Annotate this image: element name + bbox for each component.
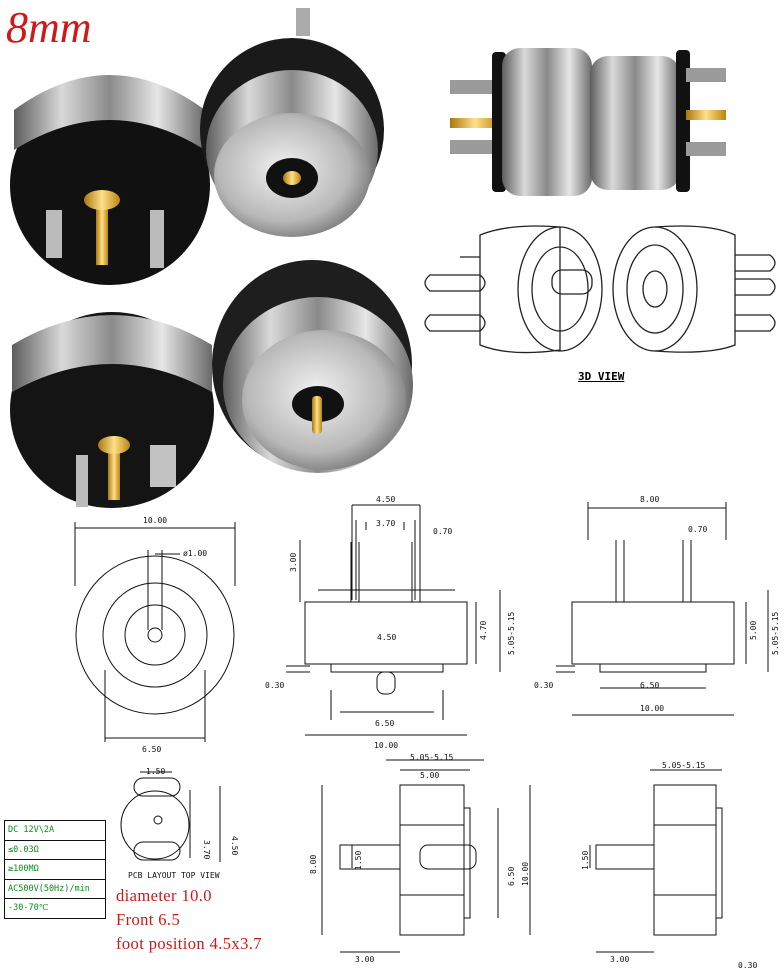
- dim-right-505: 5.05-5.15: [771, 611, 780, 655]
- dim-side-300: 3.00: [289, 553, 298, 572]
- pcb-layout-view: [120, 771, 221, 862]
- spec-voltage: AC500V(50Hz)/min: [4, 879, 106, 900]
- dim-right-500: 5.00: [749, 621, 758, 640]
- dim-front-65: 6.50: [142, 745, 161, 754]
- pcb-layout-label: PCB LAYOUT TOP VIEW: [128, 871, 220, 880]
- dim-right-030: 0.30: [534, 681, 553, 690]
- dim-pcb-450: 4.50: [230, 836, 239, 855]
- side-view-pins: [286, 504, 501, 736]
- dim-side-65: 6.50: [375, 719, 394, 728]
- spec-insulation: ≥100MΩ: [4, 860, 106, 880]
- front-circle-view: [74, 522, 236, 742]
- product-photos: [10, 8, 413, 508]
- dim-side-10: 10.00: [374, 741, 398, 750]
- spec-table: DC 12V\2A ≤0.03Ω ≥100MΩ AC500V(50Hz)/min…: [4, 820, 106, 919]
- paired-connector-photo: [450, 48, 726, 196]
- dim-bl-300: 3.00: [355, 955, 374, 964]
- dim-bl-800: 8.00: [309, 855, 318, 874]
- dim-side-505: 5.05-5.15: [507, 611, 516, 655]
- note-diameter: diameter 10.0: [116, 886, 212, 905]
- bottom-side-view-right: [589, 769, 723, 953]
- dim-bl-505: 5.05-5.15: [410, 753, 454, 762]
- spec-temperature: -30-70℃: [4, 899, 106, 919]
- dim-side-030: 0.30: [265, 681, 284, 690]
- dim-br-300: 3.00: [610, 955, 629, 964]
- dim-br-505: 5.05-5.15: [662, 761, 706, 770]
- dim-pcb-150: 1.50: [146, 767, 165, 776]
- dim-side-070: 0.70: [433, 527, 452, 536]
- spec-current: DC 12V\2A: [4, 820, 106, 841]
- 3d-view-label: 3D VIEW: [578, 370, 625, 383]
- photo-connector-back-2: [10, 312, 214, 508]
- dim-side-470: 4.70: [479, 621, 488, 640]
- photo-connector-front-1: [200, 8, 384, 237]
- photo-connector-back-1: [10, 75, 210, 285]
- dim-front-1: ø1.00: [183, 549, 207, 558]
- dim-bl-1000: 10.00: [521, 862, 530, 886]
- technical-drawings: 10.00 ø1.00 6.50 4.50 3.70 0.70 4.50 6.5…: [74, 495, 780, 970]
- bottom-side-view-left: [321, 759, 531, 953]
- dim-right-65: 6.50: [640, 681, 659, 690]
- dim-bl-150: 1.50: [354, 851, 363, 870]
- dim-front-10: 10.00: [143, 516, 167, 525]
- photo-connector-front-2: [212, 260, 413, 473]
- dim-bl-650: 6.50: [507, 867, 516, 886]
- dim-right-800: 8.00: [640, 495, 659, 504]
- dim-right-070: 0.70: [688, 525, 707, 534]
- dim-side-370: 3.70: [376, 519, 395, 528]
- dim-side-pin450: 4.50: [377, 633, 396, 642]
- 3d-view-drawing: [424, 225, 776, 354]
- dim-bl-500: 5.00: [420, 771, 439, 780]
- dim-br-150: 1.50: [581, 851, 590, 870]
- dim-side-450: 4.50: [376, 495, 395, 504]
- dim-pcb-370: 3.70: [202, 840, 211, 859]
- side-view-right: [556, 502, 769, 716]
- note-foot: foot position 4.5x3.7: [116, 934, 262, 953]
- note-front: Front 6.5: [116, 910, 181, 929]
- product-size-title: 8mm: [6, 3, 92, 52]
- dim-br-030: 0.30: [738, 961, 757, 970]
- spec-resistance: ≤0.03Ω: [4, 840, 106, 861]
- dim-right-10: 10.00: [640, 704, 664, 713]
